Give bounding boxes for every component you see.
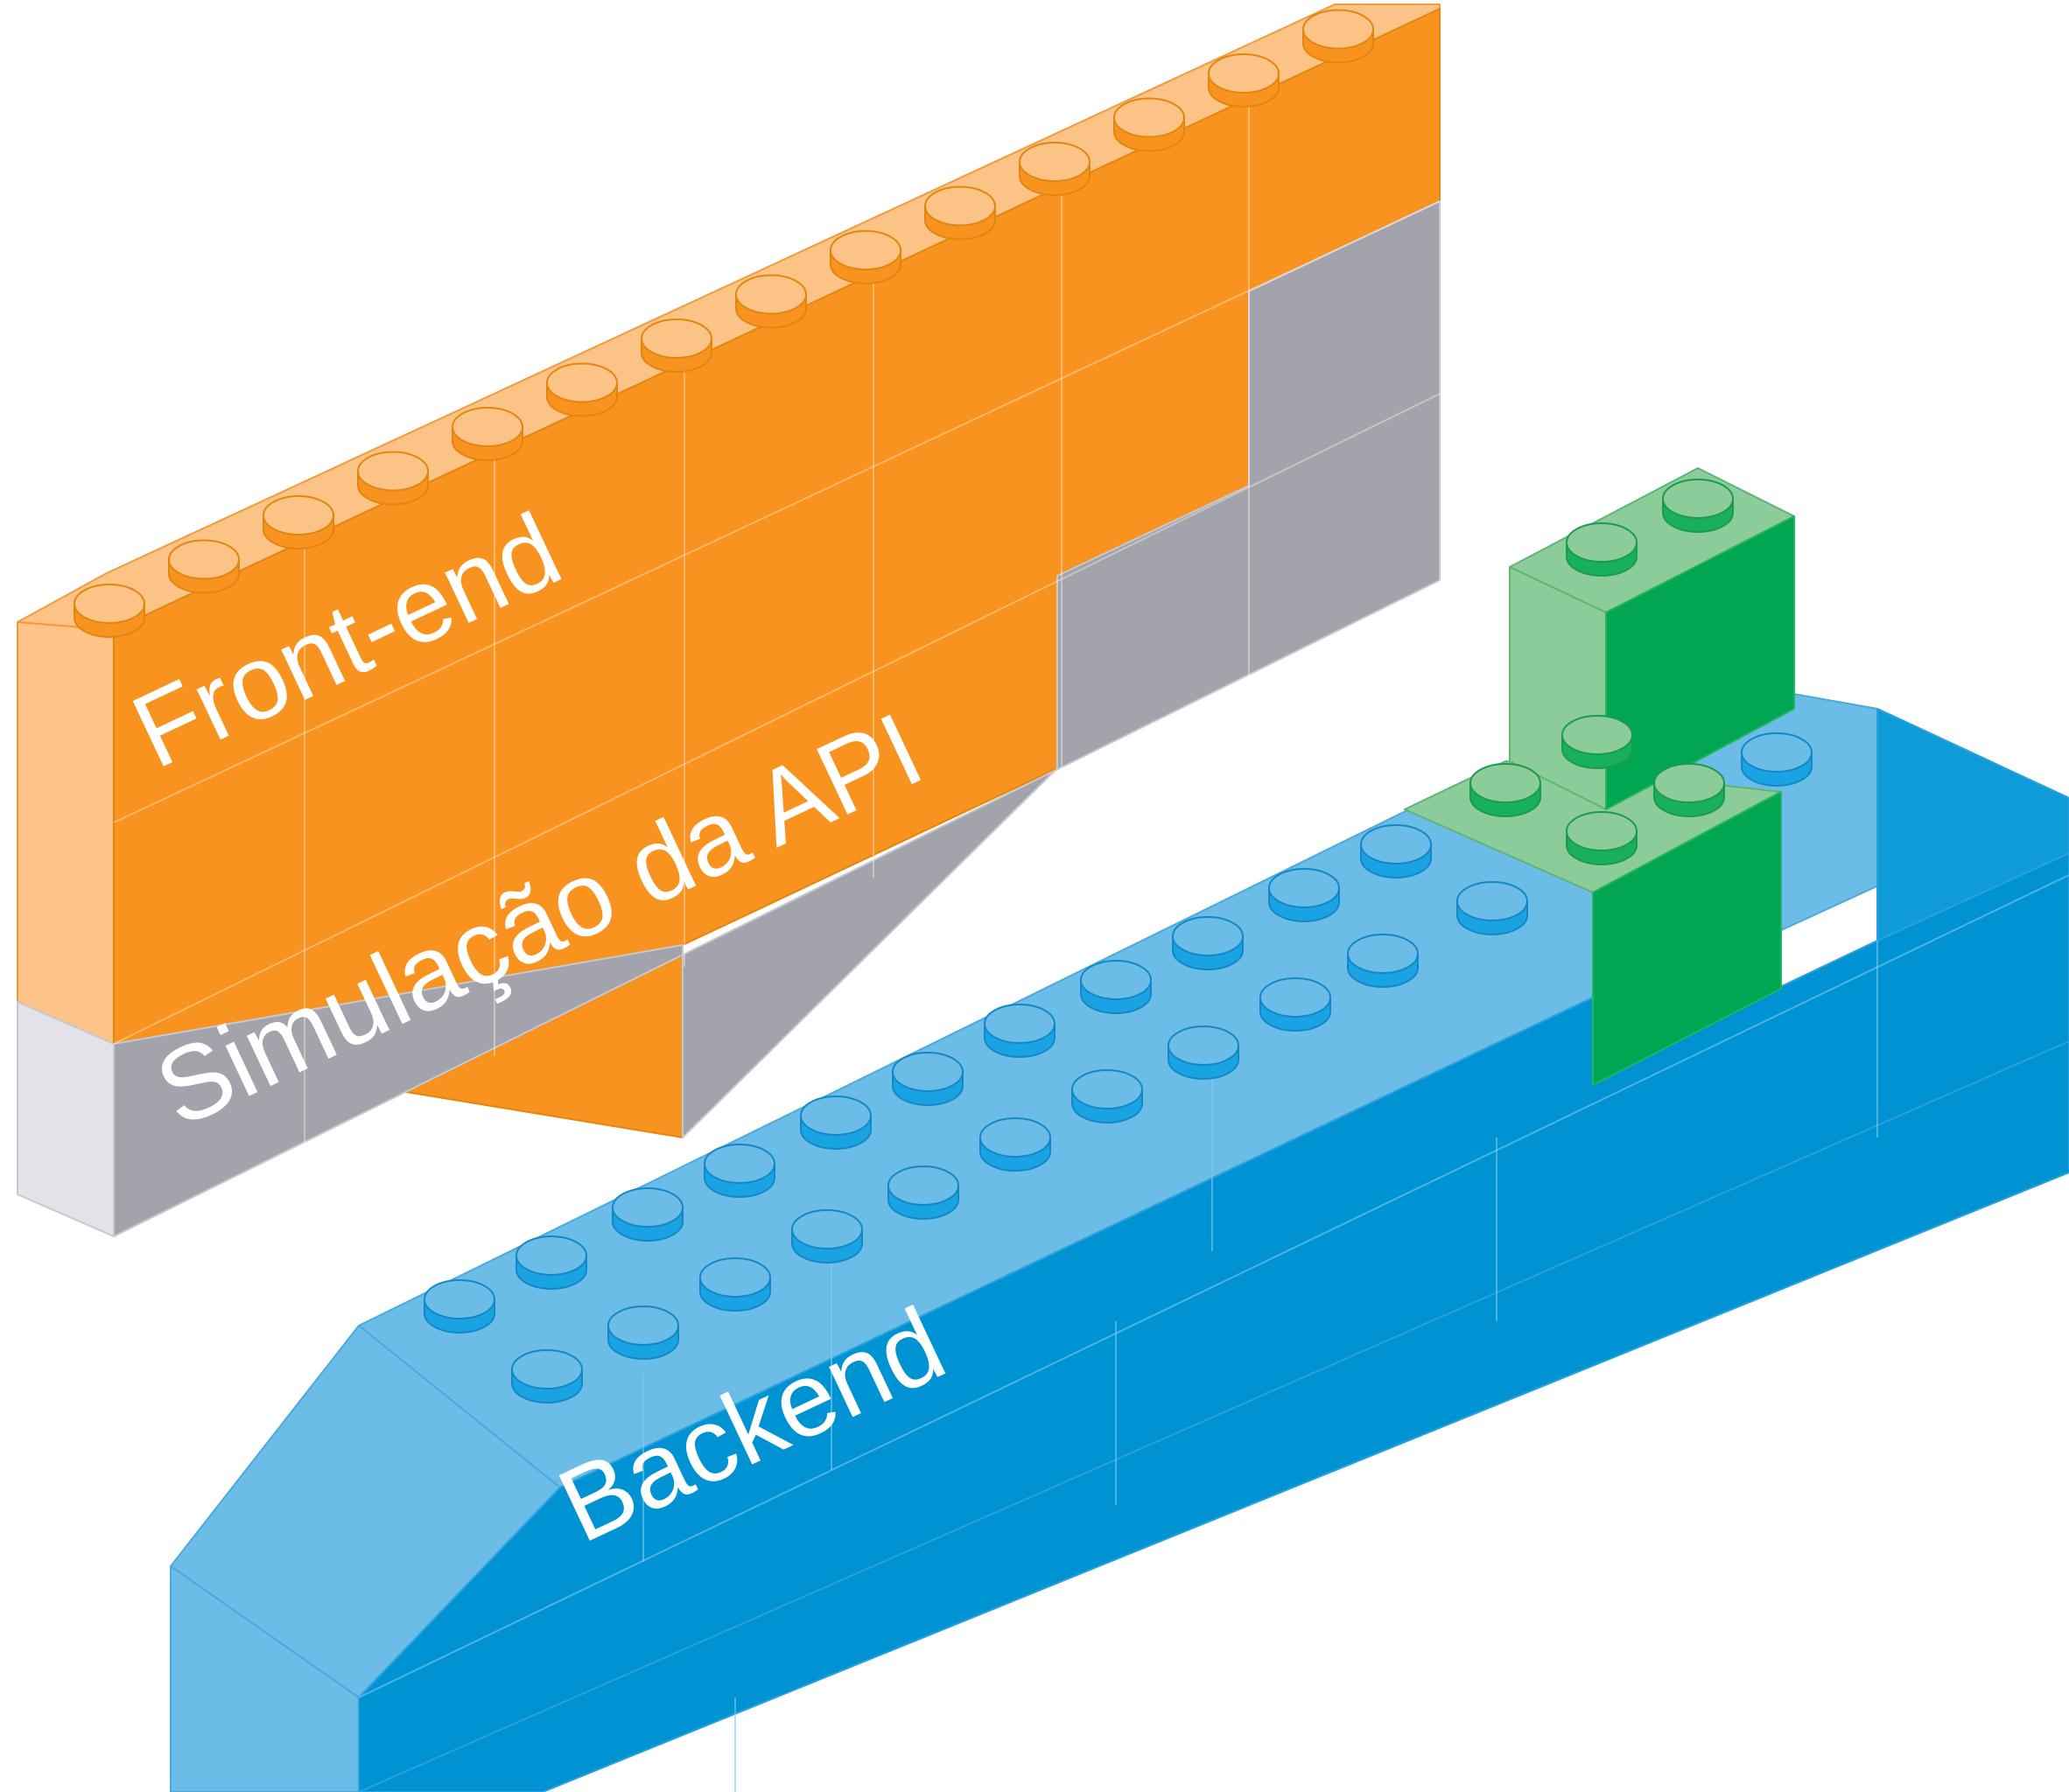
stud [424, 1279, 495, 1334]
stud [1302, 9, 1374, 64]
stud [699, 1257, 771, 1312]
backend-base-bottom-row [358, 1040, 2069, 1792]
stud [607, 1306, 679, 1360]
stud [1566, 811, 1638, 865]
stud [1080, 960, 1152, 1014]
stud [511, 1349, 583, 1404]
frontend-wall [17, 4, 1441, 1237]
backend-base-right-slope [1876, 708, 2069, 942]
green-studs [1469, 479, 1734, 865]
stud [1168, 1026, 1239, 1080]
stud [263, 495, 334, 550]
frontend-wall-left-orange [17, 621, 115, 1045]
stud [612, 1187, 684, 1242]
stud [887, 1166, 959, 1220]
stud [1662, 479, 1734, 533]
stud [515, 1236, 587, 1290]
stud [1360, 824, 1432, 878]
stud [1469, 763, 1541, 817]
stud [357, 451, 429, 506]
stud [1259, 977, 1331, 1032]
stud [1653, 763, 1725, 817]
stud [1268, 868, 1340, 922]
backend-base-left-front [170, 1565, 360, 1792]
stud [830, 230, 901, 284]
backend-base-studs [424, 732, 1813, 1404]
stud [1019, 142, 1091, 196]
frontend-wall-studs [74, 9, 1374, 638]
stud [168, 539, 240, 594]
stud [704, 1144, 775, 1198]
green-lower-front [1592, 791, 1782, 1086]
stud [984, 1004, 1056, 1058]
api-wall-front-gray [113, 200, 1441, 1237]
stud [1172, 916, 1244, 970]
stud [74, 584, 145, 638]
stud [735, 274, 807, 329]
stud [924, 186, 996, 241]
stud [641, 318, 712, 373]
stud [546, 362, 618, 417]
stud [1347, 934, 1419, 988]
stud [979, 1117, 1051, 1172]
stud [1113, 97, 1185, 152]
stud [892, 1052, 964, 1106]
stud [1741, 732, 1813, 787]
stud [452, 407, 523, 461]
stud [1566, 522, 1638, 577]
stud [1208, 53, 1280, 108]
api-wall-left-gray [17, 1001, 115, 1237]
stud [1071, 1069, 1143, 1124]
stud [800, 1096, 872, 1150]
backend-base-seams [358, 874, 2069, 1792]
stud [1456, 881, 1528, 935]
green-bricks [1404, 467, 1795, 1086]
stud [791, 1209, 863, 1264]
frontend-wall-seams [113, 99, 1441, 1146]
stud [1561, 715, 1633, 769]
